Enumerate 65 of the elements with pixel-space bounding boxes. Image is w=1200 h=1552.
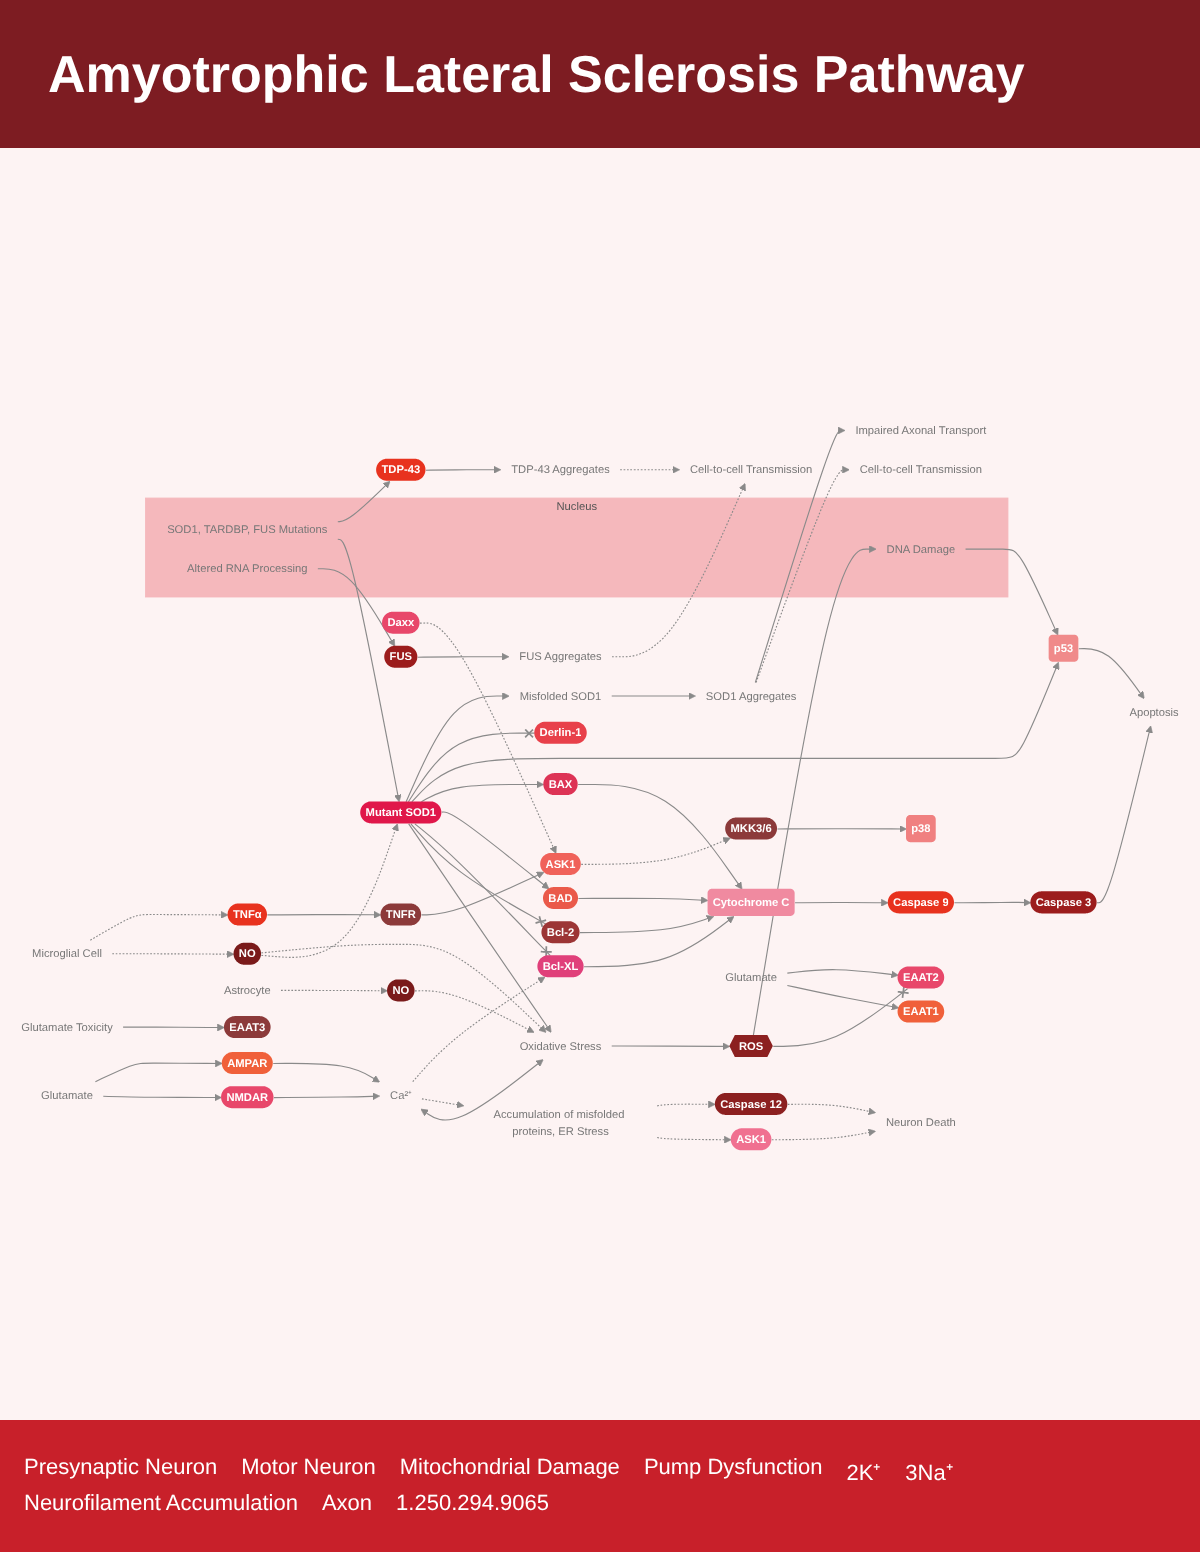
arrow <box>965 548 1059 636</box>
arrow <box>611 1042 731 1051</box>
connector <box>407 729 536 803</box>
arrow <box>425 466 502 474</box>
note-text: Presynaptic Neuron <box>24 1456 218 1484</box>
arrow <box>1078 648 1145 700</box>
arrow <box>787 1104 876 1116</box>
note-text: 2K⁺ <box>846 1460 882 1486</box>
note-text: Neurofilament Accumulation <box>24 1492 298 1516</box>
note-text: Motor Neuron <box>241 1456 376 1484</box>
note-text: 3Na⁺ <box>905 1460 954 1486</box>
arrow <box>577 784 743 890</box>
arrow <box>611 483 746 658</box>
arrow <box>794 899 889 907</box>
arrow <box>752 545 877 1037</box>
note-text: Pump Dysfunction <box>643 1456 823 1484</box>
arrow <box>89 911 229 942</box>
arrow <box>619 466 680 474</box>
connector <box>772 986 910 1048</box>
arrow <box>417 653 510 661</box>
arrow <box>111 950 235 959</box>
arrow <box>656 1100 716 1109</box>
connector <box>414 823 553 959</box>
title: Amyotrophic Lateral Sclerosis Pathway <box>48 43 1025 105</box>
arrow <box>280 987 388 995</box>
arrow <box>776 825 907 834</box>
arrow <box>412 977 546 1083</box>
arrow <box>420 781 545 803</box>
arrow <box>102 1094 222 1102</box>
arrow <box>577 896 709 905</box>
arrow <box>953 899 1032 907</box>
arrow <box>1096 725 1153 904</box>
arrow <box>266 911 382 919</box>
arrow <box>580 837 731 866</box>
arrow <box>656 1136 732 1144</box>
arrow <box>420 872 545 916</box>
arrow <box>260 944 547 1034</box>
note-text: Axon <box>321 1492 373 1516</box>
connector <box>410 823 547 929</box>
arrow <box>122 1024 225 1032</box>
arrow <box>272 1063 380 1083</box>
arrow <box>419 622 557 855</box>
arrow <box>273 1092 380 1101</box>
arrow <box>317 568 396 647</box>
arrow <box>771 1129 876 1141</box>
arrow <box>441 811 550 890</box>
arrow <box>786 969 899 979</box>
arrow <box>583 916 735 968</box>
arrow <box>411 662 1060 803</box>
arrow <box>414 990 535 1034</box>
arrow <box>337 539 402 803</box>
arrow <box>260 823 399 959</box>
arrow <box>337 481 391 523</box>
arrow <box>408 823 552 1034</box>
arrow <box>786 985 900 1011</box>
arrow <box>754 427 846 684</box>
arrow <box>611 692 696 701</box>
note-text: 1.250.294.9065 <box>396 1492 550 1516</box>
arrow <box>755 466 850 684</box>
arrow <box>421 1098 465 1109</box>
arrow <box>579 915 715 934</box>
note-text: Mitochondrial Damage <box>399 1456 620 1484</box>
arrow <box>94 1060 223 1083</box>
arrow <box>420 1059 544 1121</box>
arrow <box>405 692 510 803</box>
